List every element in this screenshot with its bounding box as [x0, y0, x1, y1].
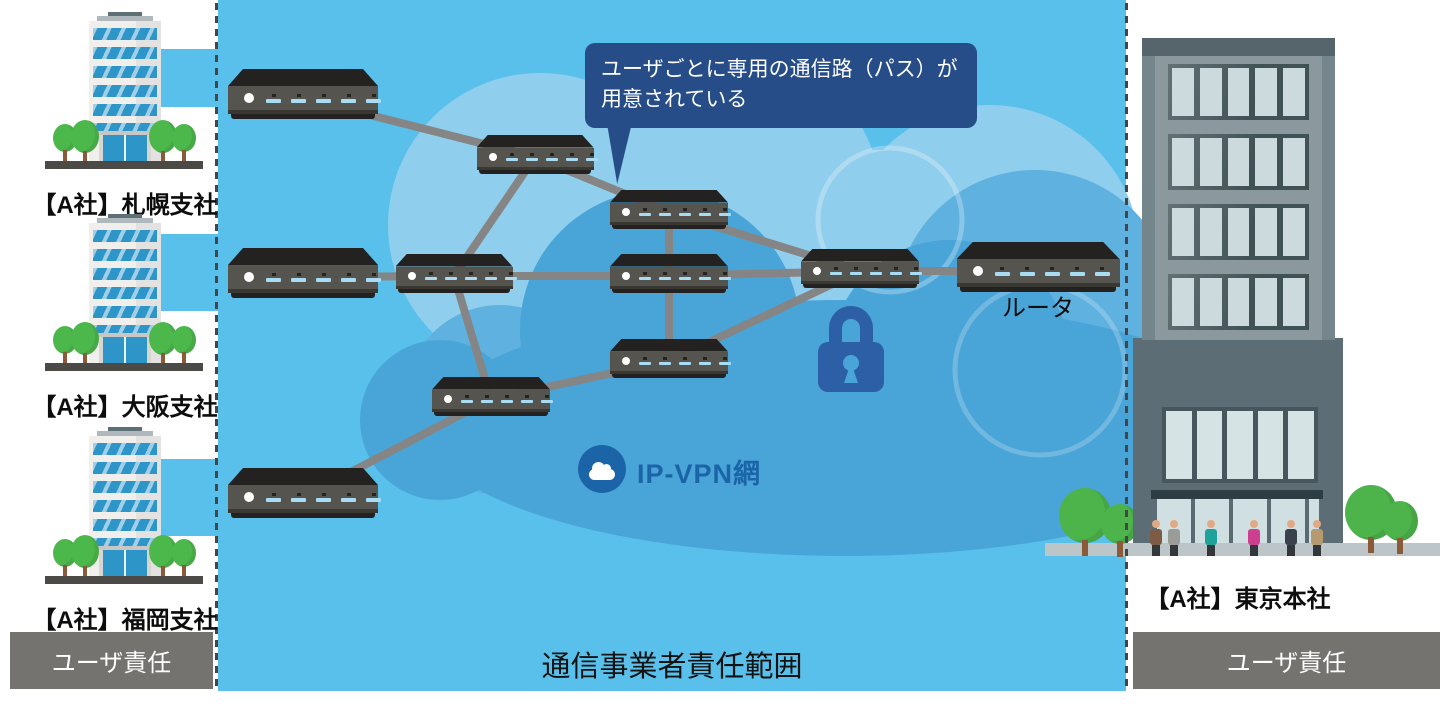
building-base	[45, 576, 203, 584]
boundary-dashed-line-left	[215, 3, 218, 691]
building-tower	[89, 21, 161, 161]
building-roof	[97, 16, 153, 22]
entrance-lintel	[95, 131, 155, 135]
building-window	[93, 500, 157, 512]
building-window	[93, 306, 157, 318]
hq-window-grid	[1168, 64, 1309, 330]
tree-icon	[172, 124, 196, 162]
person-figure	[1205, 520, 1217, 556]
network-link	[299, 395, 495, 501]
callout-text-line1: ユーザごとに専用の通信路（パス）が	[601, 58, 958, 81]
zone-label-left: ユーザ責任	[51, 650, 172, 677]
router-label: ルータ	[1002, 295, 1074, 322]
person-figure	[1248, 520, 1260, 556]
building-window	[93, 481, 157, 493]
access-line-osaka	[152, 234, 218, 311]
network-link	[299, 94, 539, 161]
building-window	[93, 104, 157, 116]
hq-window-row	[1168, 64, 1309, 120]
callout-bubble: ユーザごとに専用の通信路（パス）が 用意されている	[585, 43, 977, 128]
cloud-glyph	[589, 462, 615, 480]
branch-building-label: 【A社】福岡支社	[32, 607, 218, 634]
building-window	[93, 443, 157, 455]
tree-icon	[71, 120, 99, 163]
network-link	[299, 272, 458, 281]
building-window	[93, 268, 157, 280]
cloud-highlight-ring	[815, 145, 965, 295]
person-figure	[1285, 520, 1297, 556]
sidewalk	[1045, 543, 1440, 556]
network-link	[665, 208, 864, 275]
entrance-lintel	[95, 333, 155, 337]
entrance-canopy	[1151, 490, 1323, 499]
building-tower	[89, 223, 161, 363]
branch-building-label: 【A社】大阪支社	[32, 394, 218, 421]
access-line-fukuoka	[152, 459, 218, 536]
tree-icon	[172, 539, 196, 577]
person-figure	[1168, 520, 1180, 556]
building-window	[93, 28, 157, 40]
hq-window-row	[1168, 274, 1309, 330]
network-link	[450, 272, 495, 403]
network-link	[531, 153, 673, 216]
hq-window-row	[1168, 204, 1309, 260]
zone-label-right: ユーザ責任	[1226, 650, 1347, 677]
carrier-responsibility-label: 通信事業者責任範囲	[541, 651, 803, 683]
hq-window-row	[1168, 134, 1309, 190]
hq-building	[1045, 38, 1440, 558]
hq-lower-windows	[1162, 407, 1318, 483]
building-window	[93, 519, 157, 531]
building-tower	[89, 436, 161, 576]
lock-keyhole	[843, 355, 859, 371]
building-roof	[108, 214, 142, 219]
cloud-icon	[578, 445, 626, 493]
access-line-sapporo	[150, 49, 218, 107]
person-figure	[1150, 520, 1162, 556]
tree-icon	[1382, 501, 1418, 554]
building-entrance	[99, 135, 151, 161]
building-roof	[108, 12, 142, 17]
branch-building: 【A社】札幌支社	[32, 12, 218, 219]
hq-building-label: 【A社】東京本社	[1145, 586, 1331, 613]
building-roof	[97, 218, 153, 224]
boundary-dashed-line-right	[1125, 3, 1128, 691]
callout-text-line2: 用意されている	[601, 88, 748, 111]
network-link	[487, 357, 673, 403]
building-window	[93, 249, 157, 261]
user-responsibility-bar-right: ユーザ責任	[1133, 632, 1440, 689]
lock-shackle	[829, 306, 873, 352]
user-responsibility-bar-left: ユーザ責任	[10, 632, 213, 689]
building-roof	[108, 427, 142, 432]
tree-icon	[172, 326, 196, 364]
building-window	[93, 66, 157, 78]
building-window	[93, 462, 157, 474]
entrance-lintel	[95, 546, 155, 550]
branch-building: 【A社】大阪支社	[32, 214, 218, 421]
building-entrance	[99, 550, 151, 576]
tree-icon	[1101, 504, 1139, 557]
hq-roof	[1142, 38, 1335, 56]
building-window	[93, 85, 157, 97]
network-link	[450, 153, 539, 280]
building-window	[93, 230, 157, 242]
person-figure	[1311, 520, 1323, 556]
branch-building: 【A社】福岡支社	[32, 427, 218, 634]
building-base	[45, 161, 203, 169]
tree-icon	[71, 322, 99, 365]
building-entrance	[99, 337, 151, 363]
building-roof	[97, 431, 153, 437]
network-link	[665, 267, 864, 280]
building-window	[93, 287, 157, 299]
building-base	[45, 363, 203, 371]
hq-tower	[1142, 38, 1335, 340]
network-name-label: IP-VPN網	[637, 459, 762, 489]
building-window	[93, 47, 157, 59]
lock-icon	[818, 306, 884, 392]
tree-icon	[71, 535, 99, 578]
